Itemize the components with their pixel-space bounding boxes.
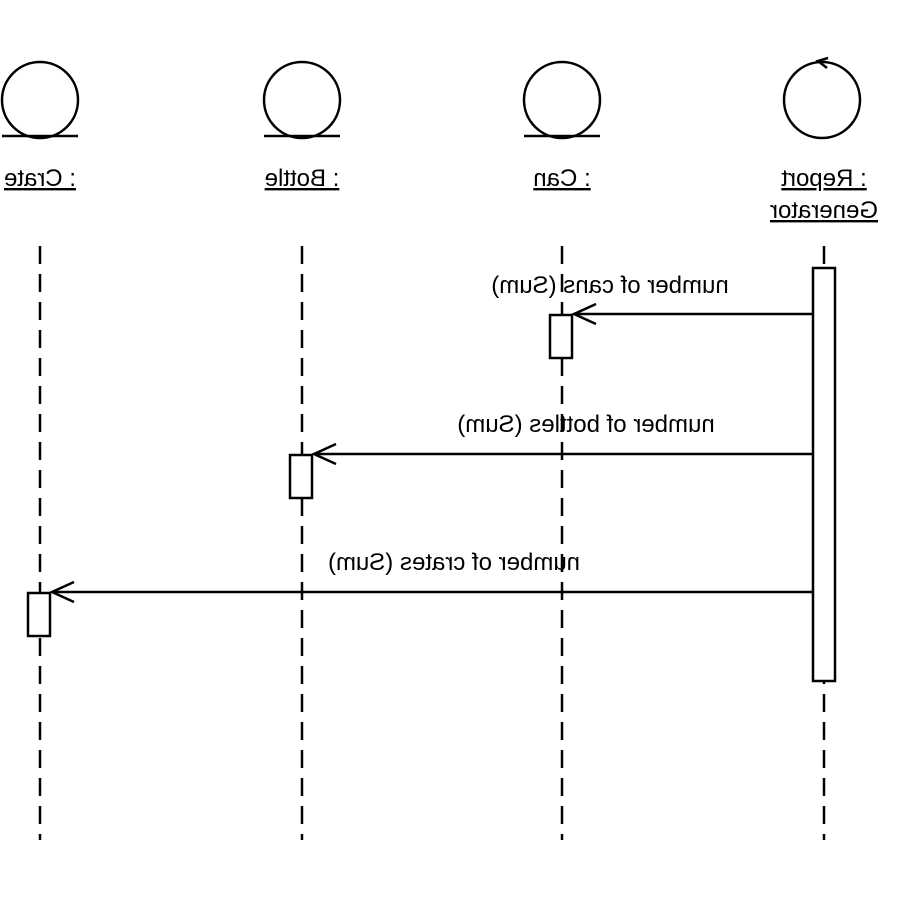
message-arrowhead-crates [48,580,75,604]
message-label-bottles: number of bottles (Sum) [457,411,714,438]
message-arrowhead-bottles [310,442,337,466]
message-label-cans: number of cans (Sum) [491,272,728,299]
report-generator-icon [782,56,862,140]
can-entity-icon [522,60,602,140]
bottle-activation [288,453,314,500]
crate-activation [26,591,52,638]
report-generator-label-line1: : Report [781,165,867,192]
bottle-label: : Bottle [265,165,340,192]
message-label-crates: number of crates (Sum) [328,549,580,576]
can-activation [548,313,574,360]
message-arrowhead-cans [570,302,597,326]
report-generator-activation [811,266,837,683]
bottle-entity-icon [262,60,342,140]
mirrored-diagram: : Report Generator : Can : Bottle : Crat… [0,56,878,840]
report-generator-label-line2: Generator [770,197,878,224]
crate-label: : Crate [4,165,76,192]
can-label: : Can [533,165,590,192]
crate-entity-icon [0,60,80,140]
